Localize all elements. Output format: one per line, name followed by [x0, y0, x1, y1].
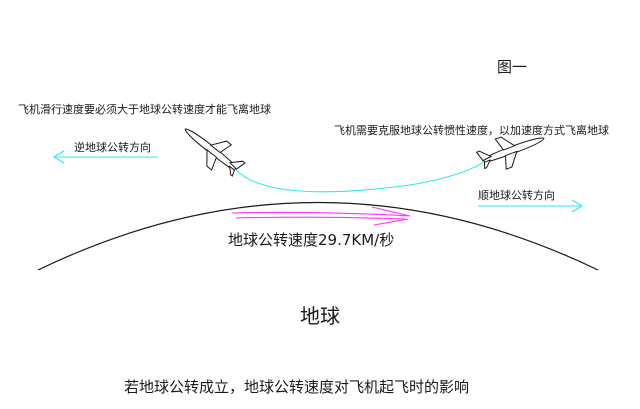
- orbital-speed-label: 地球公转速度29.7KM/秒: [228, 231, 395, 249]
- right-plane-note: 飞机需要克服地球公转惯性速度，以加速度方式飞离地球: [334, 124, 609, 137]
- flight-path-curve: [235, 159, 487, 193]
- against-orbit-label: 逆地球公转方向: [74, 141, 151, 154]
- airplane-icon: [475, 136, 545, 170]
- against-orbit-arrow: [52, 150, 158, 164]
- earth-surface-arc: [37, 202, 599, 271]
- diagram-caption: 若地球公转成立，地球公转速度对飞机起飞时的影响: [124, 378, 470, 396]
- left-plane-note: 飞机滑行速度要必须大于地球公转速度才能飞离地球: [18, 103, 271, 116]
- airplane-icon: [184, 128, 246, 177]
- orbital-speed-arrow: [231, 206, 411, 226]
- figure-label: 图一: [497, 58, 528, 76]
- along-orbit-arrow: [478, 199, 584, 213]
- earth-label: 地球: [300, 304, 340, 328]
- along-orbit-label: 顺地球公转方向: [478, 189, 555, 202]
